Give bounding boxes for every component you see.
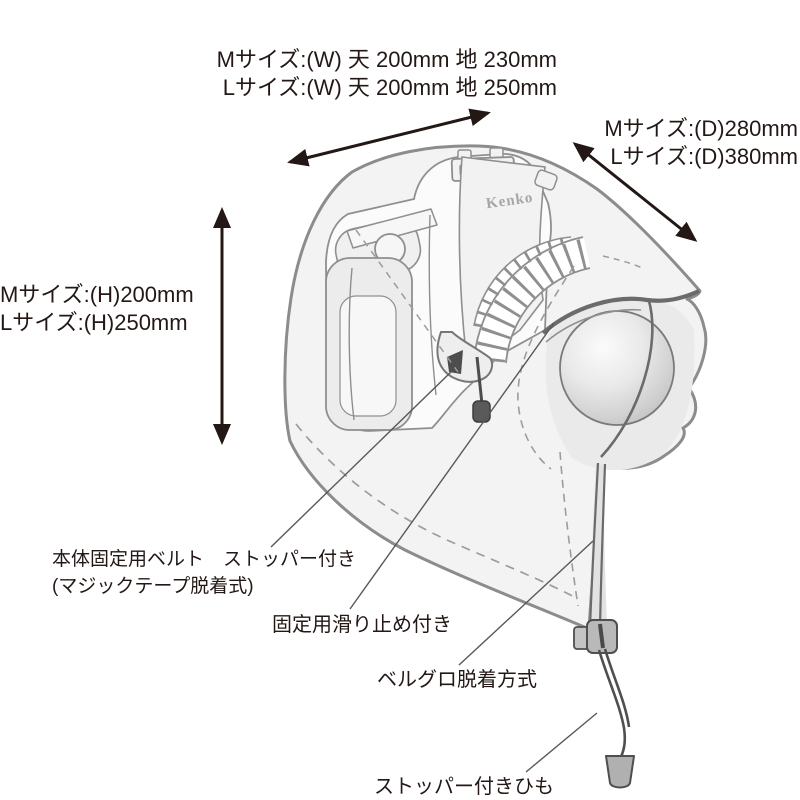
hood-opening (541, 289, 700, 471)
depth-arrow (572, 142, 698, 242)
leader-line-antislip (349, 322, 555, 610)
depth-dimension-m: Mサイズ:(D)280mm (604, 116, 798, 141)
height-dimension-m: Mサイズ:(H)200mm (0, 282, 194, 307)
grip-panel (339, 295, 397, 417)
width-arrow (287, 108, 491, 167)
lens-front-glass (559, 310, 675, 426)
hem-cord-assembly (573, 462, 635, 789)
belt-buckle (447, 350, 463, 374)
velcro-callout: ベルグロ脱着方式 (377, 669, 537, 691)
belt-callout-line2: (マジックテープ脱着式) (52, 576, 254, 597)
belt-callout: 本体固定用ベルト ストッパー付き (マジックテープ脱着式) (52, 546, 356, 600)
dimension-arrows (213, 108, 698, 445)
viewfinder (346, 208, 438, 249)
leader-line-velcro (458, 540, 594, 666)
depth-dimension-l: Lサイズ:(D)380mm (610, 144, 798, 169)
hood-inner-rim (600, 300, 654, 458)
width-dimension-label: Mサイズ:(W) 天 200mm 地 230mm Lサイズ:(W) 天 200m… (217, 46, 557, 102)
band-tab (534, 169, 558, 191)
grip-edge-line (348, 267, 355, 421)
antislip-callout: 固定用滑り止め付き (272, 614, 452, 636)
width-dimension-l: Lサイズ:(W) 天 200mm 地 250mm (222, 75, 557, 100)
lens-zoom-rings (473, 236, 591, 364)
height-dimension-l: Lサイズ:(H)250mm (0, 310, 188, 335)
fixing-belt (436, 331, 494, 423)
cord-stopper-tip (605, 755, 635, 789)
stopper-cord-line (597, 649, 627, 758)
leader-lines (270, 322, 598, 773)
leader-line-belt (270, 370, 453, 548)
leader-line-cord (525, 712, 598, 773)
belt-callout-line1: 本体固定用ベルト ストッパー付き (52, 549, 357, 570)
hood-rolled-rim (541, 289, 700, 335)
belt-cord-knob (472, 400, 491, 423)
depth-dimension-label: Mサイズ:(D)280mm Lサイズ:(D)380mm (604, 115, 798, 171)
width-dimension-m: Mサイズ:(W) 天 200mm 地 230mm (216, 47, 557, 72)
height-dimension-label: Mサイズ:(H)200mm Lサイズ:(H)250mm (0, 281, 194, 337)
stopper-cord-callout: ストッパー付きひも (374, 776, 554, 798)
camera-illustration (325, 147, 558, 432)
belt-cord (475, 356, 484, 405)
body-front-edge (428, 214, 437, 396)
cover-seams (295, 229, 643, 607)
